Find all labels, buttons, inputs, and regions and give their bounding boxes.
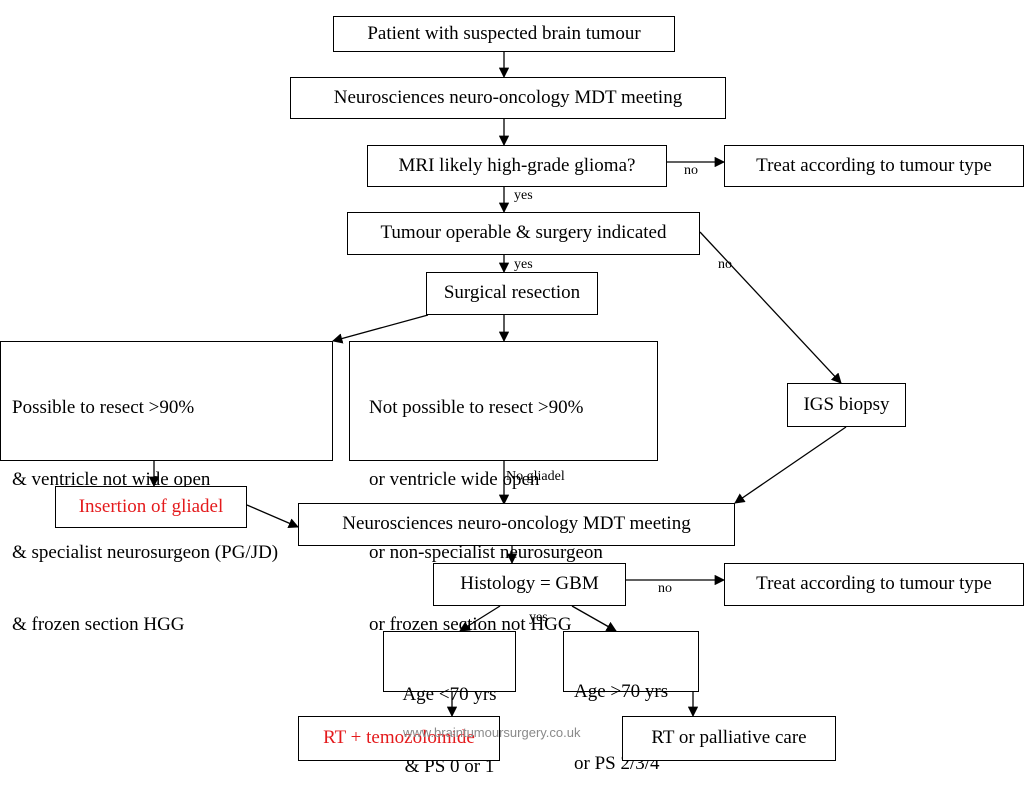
node-treat-tumour-type-2: Treat according to tumour type [724,563,1024,606]
label-no-mri: no [684,163,698,178]
possible-line-4: & frozen section HGG [12,614,185,636]
node-mri-high-grade-glioma: MRI likely high-grade glioma? [367,145,667,187]
node-rt-palliative-care: RT or palliative care [622,716,836,761]
not-possible-line-3: or non-specialist neurosurgeon [369,541,603,563]
label-no-operable: no [718,257,732,272]
node-surgical-resection: Surgical resection [426,272,598,315]
node-suspected-brain-tumour: Patient with suspected brain tumour [333,16,675,52]
node-tumour-operable: Tumour operable & surgery indicated [347,212,700,255]
not-possible-line-2: or ventricle wide open [369,469,540,491]
arrow-histology-to-age-lt70 [459,605,501,632]
label-no-gliadel: No gliadel [506,469,565,484]
arrow-histology-to-age-gt70 [571,605,617,632]
label-no-histology: no [658,581,672,596]
possible-line-1: Possible to resect >90% [12,396,195,418]
node-igs-biopsy: IGS biopsy [787,383,906,427]
age-lt70-line-1: Age <70 yrs [402,683,497,705]
connector-layer [148,52,847,718]
arrow-igs-to-mdt [734,426,847,504]
node-not-possible-to-resect: Not possible to resect >90% or ventricle… [349,341,658,635]
arrow-operable-no-to-igs [699,231,842,384]
not-possible-line-1: Not possible to resect >90% [369,396,584,418]
possible-line-3: & specialist neurosurgeon (PG/JD) [12,541,279,563]
arrow-resection-to-possible [331,314,429,344]
label-yes-operable: yes [514,257,533,272]
node-possible-to-resect: Possible to resect >90% & ventricle not … [0,341,333,635]
not-possible-line-4: or frozen section not HGG [369,614,572,636]
age-gt70-line-1: Age >70 yrs [574,680,669,702]
node-treat-tumour-type-1: Treat according to tumour type [724,145,1024,187]
node-age-under-70: Age <70 yrs & PS 0 or 1 [383,631,516,777]
label-yes-mri: yes [514,188,533,203]
node-insertion-of-gliadel: Insertion of gliadel [55,486,247,528]
label-yes-histology: yes [529,610,548,625]
node-mdt-meeting-2: Neurosciences neuro-oncology MDT meeting [298,503,735,546]
arrow-gliadel-to-mdt [246,504,299,529]
watermark: www.braintumoursurgery.co.uk [403,725,581,740]
node-age-over-70: Age >70 yrs or PS 2/3/4 [563,631,699,774]
node-rt-temozolomide: RT + temozolomide [298,716,500,761]
node-mdt-meeting-1: Neurosciences neuro-oncology MDT meeting [290,77,726,119]
possible-line-2: & ventricle not wide open [12,469,211,491]
node-histology-gbm: Histology = GBM [433,563,626,606]
